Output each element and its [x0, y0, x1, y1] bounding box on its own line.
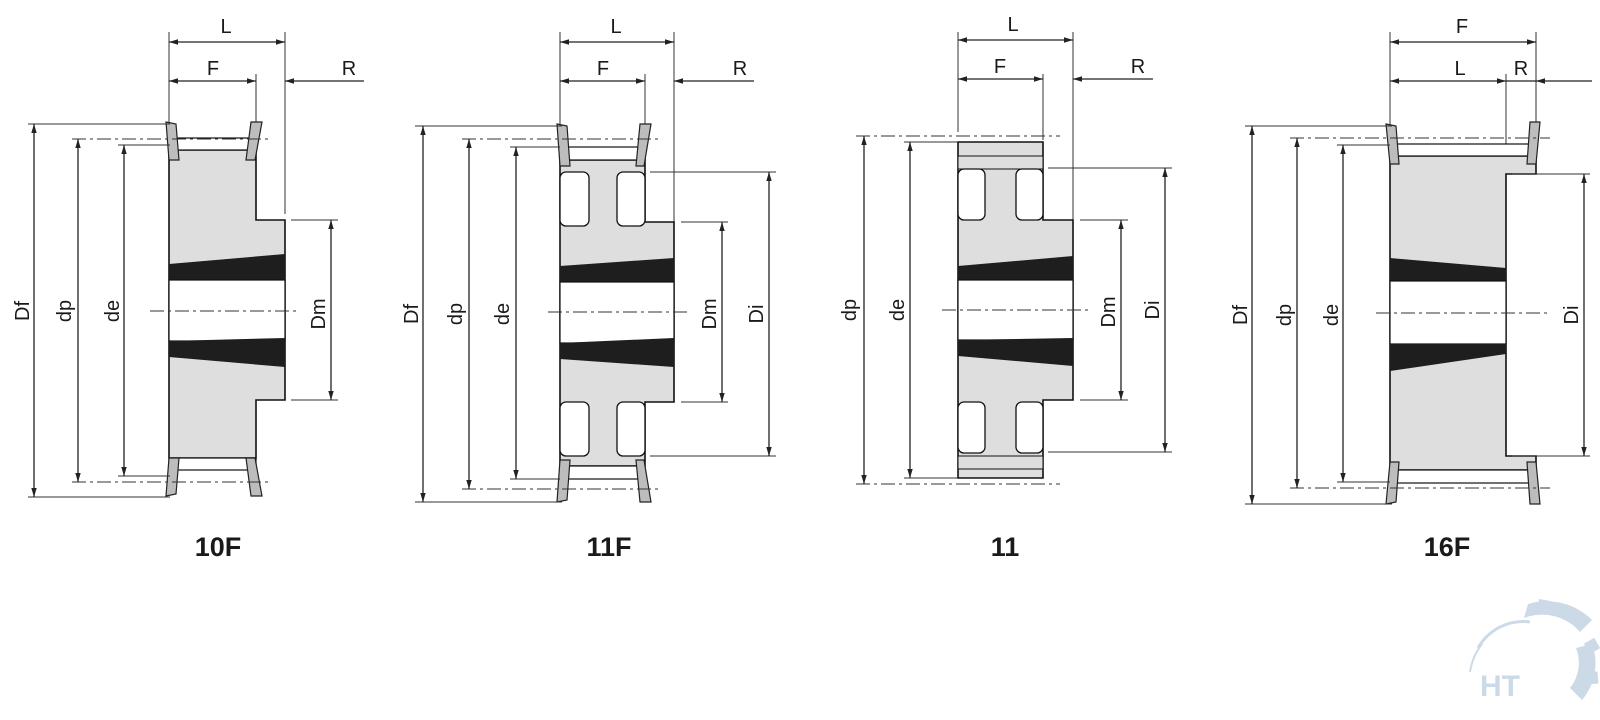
label-l: L [220, 16, 231, 38]
label-df: Df [1230, 305, 1252, 325]
label-dp: dp [839, 299, 861, 321]
flange-left-bottom [556, 459, 571, 503]
label-di: Di [1561, 306, 1583, 325]
caption-11f: 11F [586, 532, 631, 562]
view-10f: L F R Df [12, 16, 364, 562]
label-de: de [887, 299, 909, 321]
label-di: Di [1142, 301, 1164, 320]
label-l: L [610, 16, 621, 38]
label-f: F [207, 58, 219, 80]
dim-l: L [1390, 58, 1506, 84]
label-f: F [597, 58, 609, 80]
taper-top [560, 258, 674, 287]
label-dp: dp [1274, 304, 1296, 326]
label-df: Df [12, 301, 34, 321]
flange-right-bottom [635, 459, 652, 503]
flange-left-bottom [165, 457, 180, 497]
caption-16f: 16F [1424, 532, 1471, 562]
dim-f: F [1390, 16, 1536, 45]
label-l: L [1007, 14, 1018, 36]
view-16f: F L R Df dp d [1230, 16, 1592, 562]
label-de: de [1321, 304, 1343, 326]
dim-f: F [560, 58, 645, 84]
label-de: de [102, 300, 124, 322]
label-dm: Dm [308, 298, 330, 329]
label-dm: Dm [699, 298, 721, 329]
view-11: L F R dp de Dm [839, 14, 1172, 562]
label-dp: dp [54, 300, 76, 322]
label-r: R [342, 58, 356, 80]
flange-left-top [165, 121, 180, 161]
dim-r: R [285, 58, 364, 84]
view-11f: L F R Df dp [401, 16, 776, 562]
taper-bottom [1390, 344, 1506, 371]
taper-top [1390, 258, 1506, 283]
label-r: R [1514, 58, 1528, 80]
taper-bottom [169, 338, 285, 367]
dim-l: L [958, 14, 1073, 43]
flange-left-bottom [1385, 461, 1400, 505]
gear-logo-icon: HT [1469, 599, 1600, 703]
taper-top [958, 256, 1073, 283]
flange-right-top [1526, 121, 1541, 165]
dim-f: F [958, 56, 1043, 82]
label-f: F [994, 56, 1006, 78]
taper-bottom [560, 338, 674, 367]
dim-l: L [169, 16, 285, 45]
taper-top [169, 254, 285, 283]
flange-left-top [556, 123, 571, 167]
flange-left-top [1385, 123, 1400, 165]
dim-r: R [674, 58, 754, 84]
caption-10f: 10F [195, 532, 242, 562]
label-r: R [733, 58, 747, 80]
label-dm: Dm [1098, 296, 1120, 327]
flange-right-bottom [1526, 461, 1541, 505]
logo-text: HT [1480, 670, 1520, 703]
flange-right-top [635, 123, 652, 167]
dim-l: L [560, 16, 674, 45]
label-de: de [492, 303, 514, 325]
dim-r: R [1506, 58, 1592, 84]
dim-r: R [1073, 56, 1153, 82]
flange-right-top [245, 121, 263, 161]
label-l: L [1454, 58, 1465, 80]
label-df: Df [401, 304, 423, 324]
label-dp: dp [445, 303, 467, 325]
label-f: F [1456, 16, 1468, 38]
label-r: R [1131, 56, 1145, 78]
dim-f: F [169, 58, 256, 84]
caption-11: 11 [991, 532, 1020, 562]
flange-right-bottom [245, 457, 263, 497]
label-di: Di [746, 305, 768, 324]
taper-bottom [958, 338, 1073, 366]
